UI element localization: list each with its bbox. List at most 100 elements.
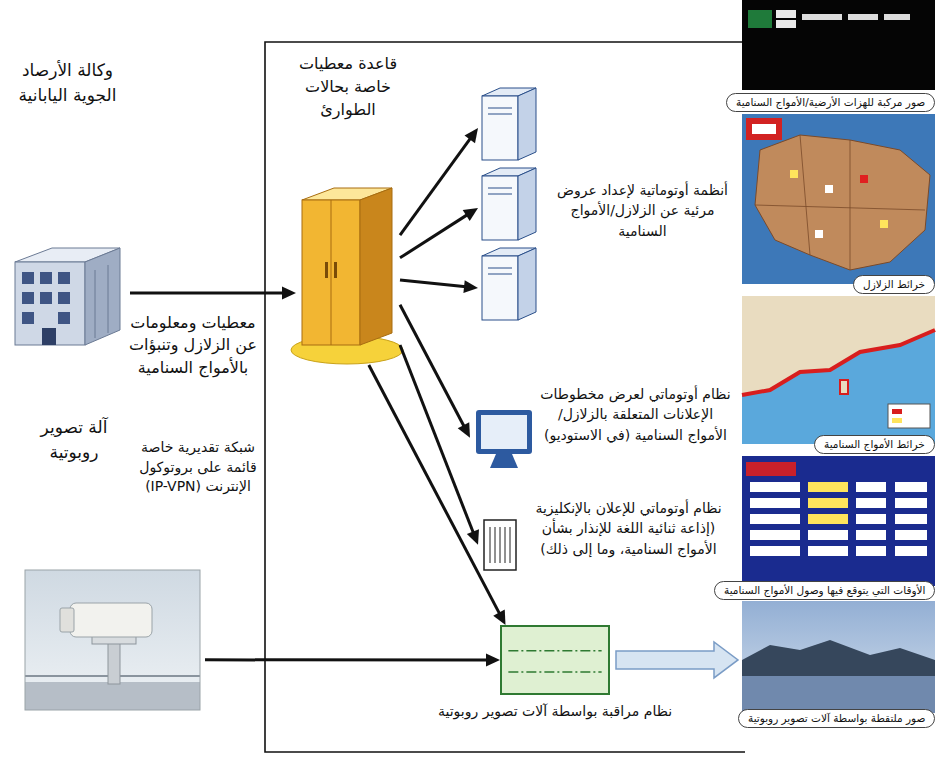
map-border bbox=[850, 140, 851, 270]
server-slot bbox=[488, 188, 512, 189]
screen-composite bbox=[742, 0, 935, 90]
tsunami-key-sample bbox=[892, 418, 902, 423]
server-side bbox=[518, 168, 536, 240]
server-slot bbox=[488, 108, 512, 109]
monitor-frame bbox=[476, 410, 532, 454]
camera-photo-sky bbox=[25, 570, 200, 710]
view-sky bbox=[742, 601, 935, 713]
arrow-connector bbox=[400, 208, 478, 258]
building-window bbox=[40, 292, 52, 304]
map-header bbox=[746, 118, 782, 140]
times-header bbox=[746, 462, 796, 476]
hollow-arrow bbox=[616, 642, 738, 678]
arrow-connector bbox=[130, 287, 296, 300]
server-front bbox=[482, 256, 518, 320]
tsunami-island bbox=[840, 380, 848, 394]
map-border bbox=[755, 205, 925, 210]
connector-line bbox=[369, 365, 500, 614]
printer-line bbox=[490, 527, 491, 563]
view-water bbox=[742, 676, 935, 713]
node-text: أنظمة أوتوماتية لإعداد عروض مرئية عن الز… bbox=[545, 180, 740, 241]
arrow-connector bbox=[205, 653, 500, 666]
system-node: نظام أوتوماتي للإعلان بالإنكليزية (إذاعة… bbox=[478, 496, 735, 580]
cabinet-handle bbox=[325, 262, 328, 278]
times-row bbox=[750, 546, 800, 556]
system-node: نظام أوتوماتي لعرض مخطوطات الإعلانات الم… bbox=[470, 380, 735, 473]
building-front bbox=[15, 262, 85, 345]
monitor-icon bbox=[476, 410, 532, 468]
times-row bbox=[808, 514, 848, 524]
tsunami-land bbox=[742, 296, 935, 395]
label-anchor: معطيات ومعلومات عن الزلازل وتنبؤات بالأم… bbox=[128, 312, 258, 379]
map-marker bbox=[790, 170, 798, 178]
edge-label: شبكة تقديرية خاصة قائمة على بروتوكول الإ… bbox=[138, 438, 258, 497]
times-row bbox=[750, 530, 800, 540]
map-marker bbox=[860, 175, 868, 183]
screen-panel: خرائط الزلازل bbox=[742, 114, 935, 294]
node-text: وكالة الأرصاد الجوية اليابانية bbox=[5, 58, 130, 107]
edge-label: معطيات ومعلومات عن الزلازل وتنبؤات بالأم… bbox=[128, 312, 258, 379]
camera-lens-hood bbox=[60, 608, 74, 632]
times-row bbox=[808, 546, 848, 556]
dash-line bbox=[508, 650, 601, 652]
screen-earthquake-map bbox=[742, 114, 935, 284]
times-row bbox=[856, 498, 886, 508]
tsunami-sea bbox=[742, 296, 935, 444]
cabinet-handle bbox=[334, 262, 337, 278]
server-slot bbox=[488, 274, 512, 275]
screen-bar bbox=[884, 14, 910, 20]
cabinet-door-line bbox=[331, 200, 332, 345]
arrowhead bbox=[486, 653, 500, 666]
map-land bbox=[755, 135, 930, 270]
building-icon bbox=[15, 248, 120, 345]
camera-housing bbox=[70, 603, 152, 637]
map-marker bbox=[815, 230, 823, 238]
building-window bbox=[58, 292, 70, 304]
map-sea bbox=[742, 114, 935, 284]
building-window bbox=[22, 292, 34, 304]
times-row bbox=[856, 530, 886, 540]
printer-line bbox=[510, 527, 511, 563]
arrow-connector bbox=[400, 128, 478, 235]
node-text: نظام أوتوماتي للإعلان بالإنكليزية (إذاعة… bbox=[522, 498, 735, 559]
screen-robot-camera-view bbox=[742, 601, 935, 713]
building-window bbox=[58, 272, 70, 284]
times-row bbox=[856, 482, 886, 492]
monitoring-box: نظام مراقبة بواسطة آلات تصوير روبوتية bbox=[500, 625, 610, 695]
screen-bar bbox=[802, 14, 842, 20]
times-row bbox=[750, 482, 800, 492]
building-side-line bbox=[95, 270, 96, 338]
tsunami-key-sample bbox=[892, 409, 902, 414]
screen-panel: صور ملتقطة بواسطة آلات تصوير روبوتية bbox=[742, 602, 935, 728]
arrowhead bbox=[493, 610, 505, 625]
building-side-line bbox=[108, 265, 109, 333]
monitor-screen bbox=[481, 415, 527, 449]
arrowhead bbox=[282, 287, 296, 300]
outside-label: نظام مراقبة بواسطة آلات تصوير روبوتية bbox=[395, 701, 715, 721]
agency-node: وكالة الأرصاد الجوية اليابانية bbox=[5, 58, 130, 345]
times-row bbox=[808, 530, 848, 540]
view-hills bbox=[742, 640, 935, 678]
times-row bbox=[750, 498, 800, 508]
screen-panel: خرائط الأمواج السنامية bbox=[742, 297, 935, 454]
building-side bbox=[85, 248, 120, 345]
dash-lines bbox=[502, 627, 608, 693]
caption-pill: صور ملتقطة بواسطة آلات تصوير روبوتية bbox=[738, 709, 935, 728]
times-row bbox=[895, 530, 927, 540]
times-row bbox=[895, 482, 927, 492]
building-window bbox=[40, 272, 52, 284]
system-node: أنظمة أوتوماتية لإعداد عروض مرئية عن الز… bbox=[478, 85, 740, 320]
printer-line bbox=[500, 527, 501, 563]
times-row bbox=[895, 546, 927, 556]
screen-badge bbox=[748, 10, 772, 28]
times-row bbox=[750, 514, 800, 524]
dash-line bbox=[508, 671, 601, 673]
monitor-stand bbox=[490, 454, 518, 468]
server-side bbox=[518, 248, 536, 320]
arrowhead bbox=[463, 208, 478, 221]
cabinet-side bbox=[360, 188, 392, 345]
printer-line bbox=[495, 527, 496, 563]
node-text: آلة تصوير روبوتية bbox=[15, 415, 133, 464]
times-row bbox=[856, 514, 886, 524]
